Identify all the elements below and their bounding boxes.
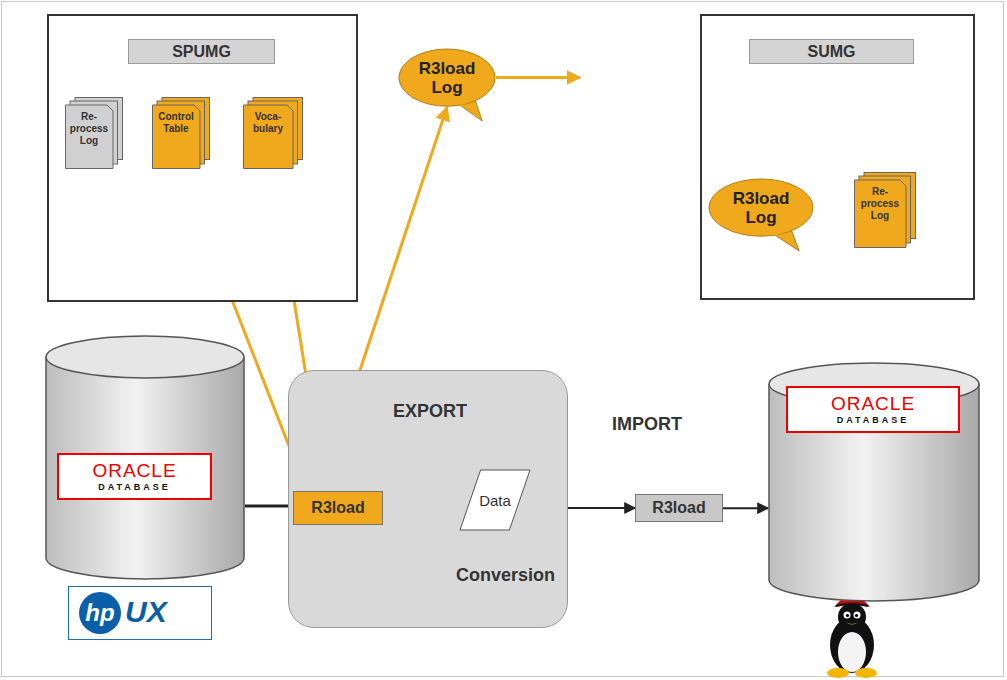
conversion-label: Conversion xyxy=(456,565,555,586)
box-label: R3load xyxy=(311,499,364,517)
reprocess-log-stack: Re- process Log xyxy=(65,97,123,169)
control-table-stack: Control Table xyxy=(152,97,210,169)
oracle-wordmark: ORACLE xyxy=(831,394,915,414)
oracle-logo: ORACLEDATABASE xyxy=(57,453,212,500)
conversion-box: EXPORT Conversion R3load Data xyxy=(288,370,568,628)
header-bar: SUMG xyxy=(749,39,914,64)
r3load-log-bubble: R3load Log xyxy=(708,178,814,252)
hpux-logo: hp UX xyxy=(68,586,212,640)
export-label: EXPORT xyxy=(393,401,467,422)
r3load-import-box: R3load xyxy=(635,494,723,522)
r3load-export-box: R3load xyxy=(293,491,383,525)
reprocess-log-stack: Re- process Log xyxy=(854,172,916,248)
data-label: Data xyxy=(479,492,511,509)
vocabulary-stack: Voca- bulary xyxy=(243,97,303,169)
stack-label: Re- process Log xyxy=(856,186,904,222)
bubble-text-area: R3load Log xyxy=(708,178,814,237)
connector xyxy=(496,76,580,79)
bubble-label: R3load Log xyxy=(726,189,796,227)
tux-penguin xyxy=(827,596,877,678)
hp-circle: hp xyxy=(79,592,121,634)
ux-wordmark: UX xyxy=(125,595,167,629)
connector xyxy=(245,505,293,508)
data-parallelogram: Data xyxy=(459,469,531,531)
box-label: R3load xyxy=(652,499,705,517)
bubble-label: R3load Log xyxy=(412,59,482,97)
hp-wordmark: hp xyxy=(85,600,114,626)
sumg-panel: SUMG R3load Log Re- process Log xyxy=(700,14,975,300)
source-database: ORACLEDATABASE xyxy=(45,335,245,580)
oracle-wordmark: ORACLE xyxy=(92,461,176,481)
spumg-panel: SPUMG Re- process Log Control Table Voca- b… xyxy=(47,14,358,302)
r3load-log-bubble: R3load Log xyxy=(398,48,496,122)
bubble-text-area: R3load Log xyxy=(398,48,496,107)
stack-label: Voca- bulary xyxy=(245,111,291,135)
database-wordmark: DATABASE xyxy=(98,481,171,493)
database-wordmark: DATABASE xyxy=(837,414,910,426)
import-label: IMPORT xyxy=(612,414,682,435)
stack-label: Re- process Log xyxy=(67,111,111,147)
stack-label: Control Table xyxy=(154,111,198,135)
target-database: ORACLEDATABASE xyxy=(768,362,980,602)
header-bar: SPUMG xyxy=(128,39,275,64)
panel-title: SPUMG xyxy=(172,43,231,61)
panel-title: SUMG xyxy=(808,43,856,61)
oracle-logo: ORACLEDATABASE xyxy=(786,386,960,433)
connector xyxy=(723,507,768,509)
